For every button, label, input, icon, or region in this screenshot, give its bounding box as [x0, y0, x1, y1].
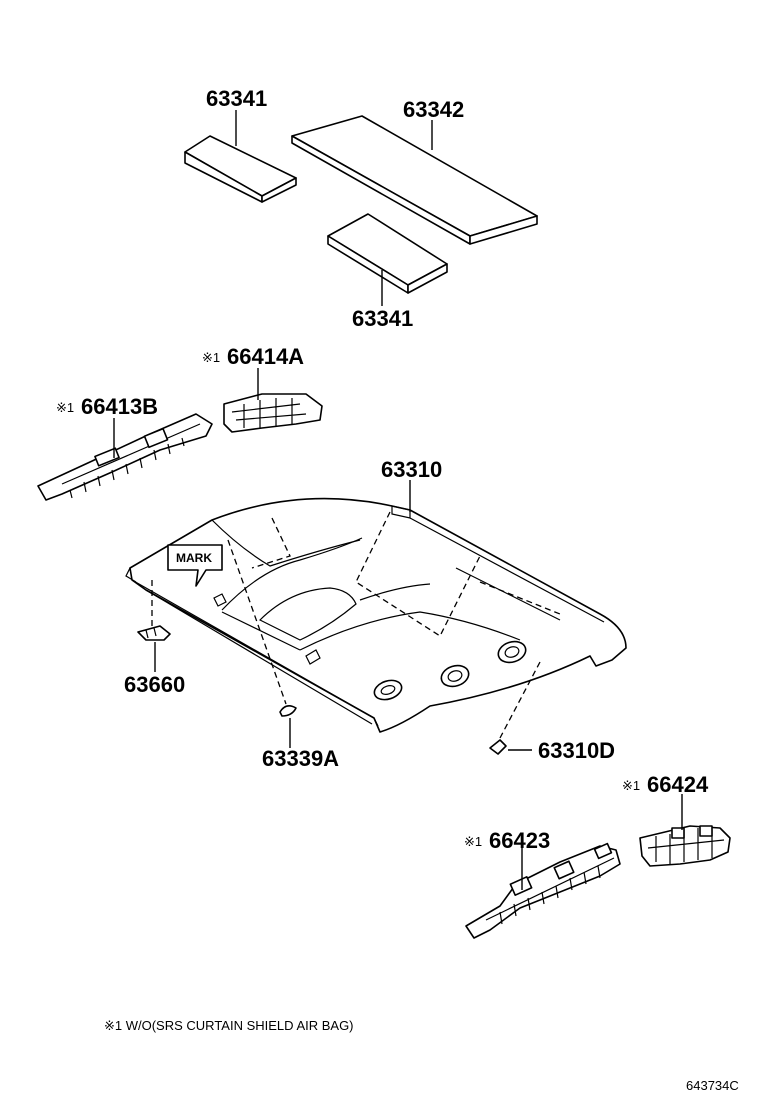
clip-63660	[137, 625, 171, 641]
clip-63310D	[489, 739, 507, 755]
label-66423: 66423	[489, 828, 550, 853]
label-63341-lower: 63341	[352, 306, 413, 331]
pad-63342	[291, 115, 538, 245]
pad-63341-upper	[184, 135, 297, 203]
pad-63341-lower	[327, 213, 448, 294]
label-66414A: 66414A	[227, 344, 304, 369]
label-63341-upper: 63341	[206, 86, 267, 111]
label-66424: 66424	[647, 772, 709, 797]
prefix-66413B: ※1	[56, 400, 74, 415]
bracket-66423	[465, 842, 621, 939]
prefix-66414A: ※1	[202, 350, 220, 365]
bracket-66414A	[223, 393, 323, 433]
bracket-66413B	[37, 413, 213, 501]
diagram-id: 643734C	[686, 1078, 739, 1093]
mark-callout: MARK	[167, 544, 223, 587]
label-66413B: 66413B	[81, 394, 158, 419]
prefix-66424: ※1	[622, 778, 640, 793]
dashline-63339A	[227, 539, 287, 705]
prefix-66423: ※1	[464, 834, 482, 849]
label-63339A: 63339A	[262, 746, 339, 771]
label-63342: 63342	[403, 97, 464, 122]
label-63660: 63660	[124, 672, 185, 697]
mark-text: MARK	[176, 551, 212, 565]
footnote: ※1 W/O(SRS CURTAIN SHIELD AIR BAG)	[104, 1018, 354, 1033]
bracket-66424	[639, 825, 731, 867]
label-63310D: 63310D	[538, 738, 615, 763]
clip-63339A	[279, 704, 297, 717]
headliner-63310	[125, 497, 627, 733]
label-63310: 63310	[381, 457, 442, 482]
dashline-63310D	[499, 661, 541, 739]
